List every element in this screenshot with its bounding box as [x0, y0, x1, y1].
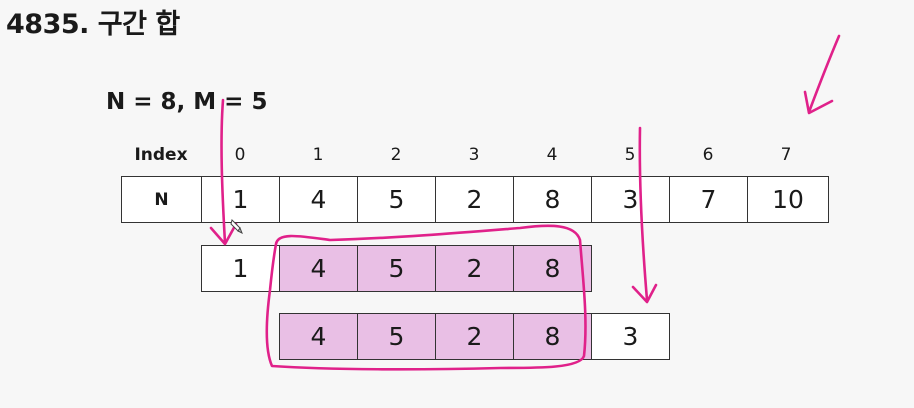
index-1: 1 — [312, 145, 324, 165]
window2-cell-3: 2 — [435, 313, 514, 360]
index-5: 5 — [624, 145, 636, 165]
index-header-label: Index — [134, 145, 188, 165]
window1-cell-0: 1 — [201, 245, 280, 292]
index-6: 6 — [702, 145, 714, 165]
window2-cell-5: 3 — [591, 313, 670, 360]
window2-cell-2: 5 — [357, 313, 436, 360]
page-title: 4835. 구간 합 — [6, 9, 180, 40]
arrow-to-window2-end-head — [631, 283, 658, 304]
window1-cell-2: 5 — [357, 245, 436, 292]
array-cell-7: 10 — [747, 176, 829, 223]
index-0: 0 — [234, 145, 246, 165]
row-label-n: N — [121, 176, 202, 223]
top-right-arrow — [807, 34, 841, 114]
top-right-arrow-head — [803, 90, 834, 115]
window1-cell-3: 2 — [435, 245, 514, 292]
window2-cell-1: 4 — [279, 313, 358, 360]
index-2: 2 — [390, 145, 402, 165]
array-cell-1: 4 — [279, 176, 358, 223]
index-3: 3 — [468, 145, 480, 165]
window1-cell-1: 4 — [279, 245, 358, 292]
window1-cell-4: 8 — [513, 245, 592, 292]
array-cell-6: 7 — [669, 176, 748, 223]
array-cell-2: 5 — [357, 176, 436, 223]
array-cell-4: 8 — [513, 176, 592, 223]
array-cell-0: 1 — [201, 176, 280, 223]
parameters-label: N = 8, M = 5 — [106, 89, 268, 115]
array-cell-5: 3 — [591, 176, 670, 223]
array-cell-3: 2 — [435, 176, 514, 223]
index-7: 7 — [780, 145, 792, 165]
pencil-cursor-icon — [230, 219, 243, 234]
index-4: 4 — [546, 145, 558, 165]
window2-cell-4: 8 — [513, 313, 592, 360]
